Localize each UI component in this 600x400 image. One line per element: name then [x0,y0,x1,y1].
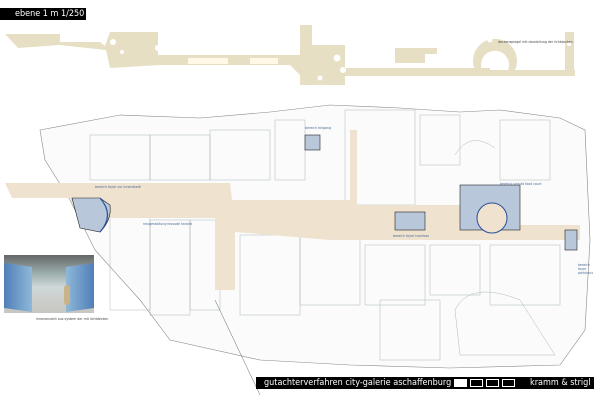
footer-bar: gutachterverfahren city-galerie aschaffe… [256,377,594,389]
sheet-title: ebene 1 m 1/250 [15,9,85,19]
label-eingang: bereich eingang [305,126,332,130]
authors: kramm & strigl [530,378,591,388]
sheet-indicator-1 [454,379,467,387]
render-caption: innenansicht aus system der mit lichtdec… [36,317,109,321]
project-title: gutachterverfahren city-galerie aschaffe… [264,378,452,388]
label-foyer-innenstadt: bereich foyer zur innenstadt [95,185,141,189]
label-east: bereich foyer parkhaus [578,263,593,275]
sheet-indicator-2 [470,379,483,387]
ceiling-plan [5,25,575,85]
facade-curve [99,197,109,233]
food-court-island [476,202,508,234]
label-foyer-hochbau: bereich foyer hochbau [393,234,430,238]
sheet-indicator-4 [502,379,515,387]
interior-rendering [4,255,94,313]
sheet-indicator-3 [486,379,499,387]
sheet-title-bar: ebene 1 m 1/250 [0,8,86,20]
ceiling-plan-caption: deckenspiegel mit darstellung der lichtd… [498,40,573,44]
label-food-court: bereich schnitt food court [500,182,542,186]
label-fassade: neugestaltung fassade kanzlei [143,222,193,226]
